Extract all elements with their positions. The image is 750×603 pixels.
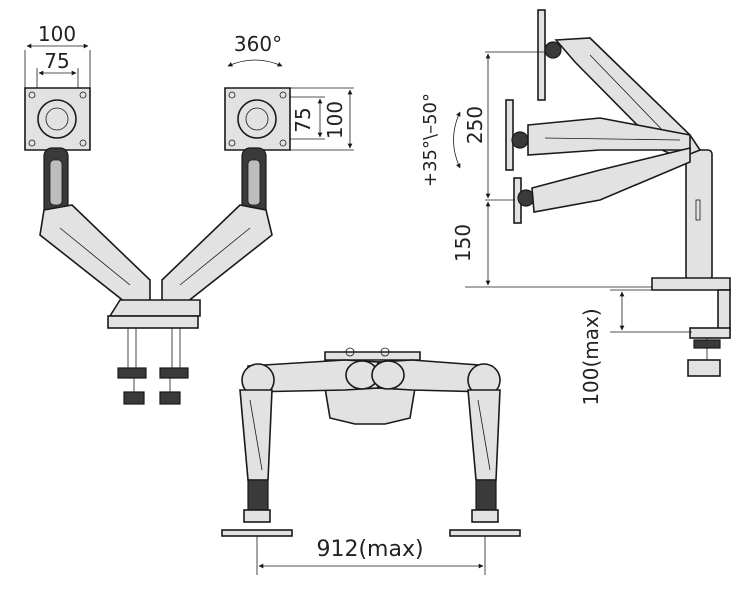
height-upper-label: 250 xyxy=(463,106,487,144)
front-view: 100 75 360° 75 100 xyxy=(24,22,354,405)
pole xyxy=(685,149,713,281)
width-max-label: 912(max) xyxy=(316,537,423,562)
dim-width: 912(max) xyxy=(256,536,486,575)
mount-inner-label: 75 xyxy=(44,49,69,73)
dim-height-lower: 150 xyxy=(451,201,652,288)
vesa-right-inner-label: 75 xyxy=(291,107,315,132)
clamp-max-label: 100(max) xyxy=(579,308,603,405)
vesa-right-outer-label: 100 xyxy=(323,101,347,139)
dim-clamp: 100(max) xyxy=(579,289,718,406)
left-arm xyxy=(39,147,151,303)
dim-mount-inner: 75 xyxy=(36,49,79,88)
side-arm-lower xyxy=(513,146,691,224)
rotation-label: 360° xyxy=(234,32,282,56)
side-view: +35°\–50° 250 150 100(max) xyxy=(420,9,731,406)
rotation-indicator: 360° xyxy=(227,32,283,67)
right-vesa-plate xyxy=(224,87,291,151)
top-center-base xyxy=(324,347,421,425)
dim-height-upper: 250 xyxy=(463,51,545,201)
top-view: 912(max) xyxy=(221,347,521,575)
top-right-monitor-arm xyxy=(449,363,521,537)
top-left-monitor-arm xyxy=(221,363,293,537)
left-vesa-plate xyxy=(24,87,91,151)
side-arm-middle xyxy=(505,99,691,171)
front-base xyxy=(107,299,201,405)
dim-vesa-right: 75 100 xyxy=(290,87,354,151)
tilt-indicator: +35°\–50° xyxy=(420,93,461,187)
side-base-clamp xyxy=(651,277,731,377)
right-arm xyxy=(161,147,273,303)
mount-outer-label: 100 xyxy=(38,22,76,46)
height-lower-label: 150 xyxy=(451,224,475,262)
tilt-range-label: +35°\–50° xyxy=(420,93,441,187)
dim-mount-outer: 100 xyxy=(24,22,91,88)
